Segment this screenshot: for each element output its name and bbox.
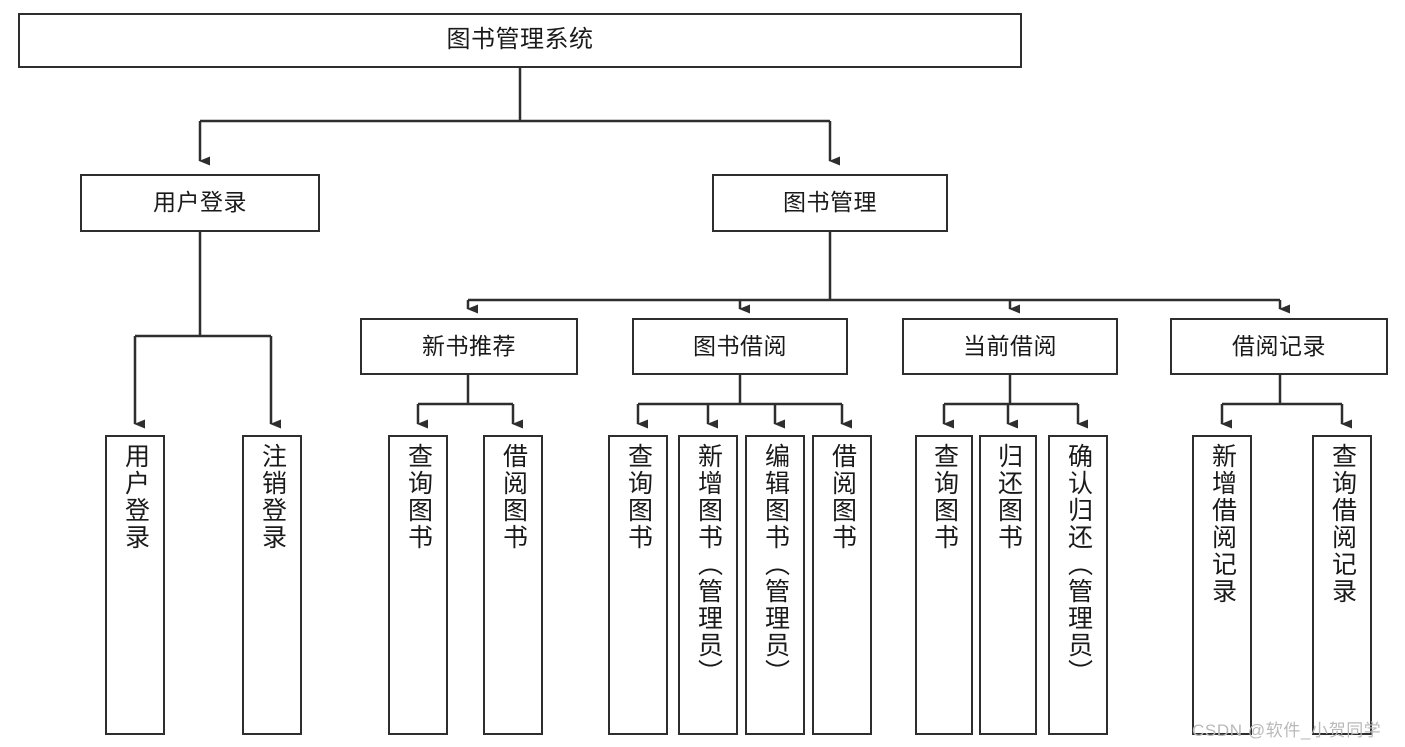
leaf-query-book-current[interactable]: 查询图书 <box>915 435 973 735</box>
leaf-confirm-return-admin[interactable]: 确认归还（管理员） <box>1048 435 1108 735</box>
node-new-book-recommend[interactable]: 新书推荐 <box>360 318 578 375</box>
node-book-borrow[interactable]: 图书借阅 <box>632 318 848 375</box>
node-label: 借阅记录 <box>1232 332 1326 359</box>
node-label: 编辑图书（管理员） <box>761 443 790 686</box>
node-label: 确认归还（管理员） <box>1064 443 1093 686</box>
node-user-login[interactable]: 用户登录 <box>80 174 320 232</box>
node-label: 用户登录 <box>153 189 247 216</box>
node-label: 图书借阅 <box>693 332 787 359</box>
node-label: 新增借阅记录 <box>1208 443 1237 605</box>
node-label: 借阅图书 <box>499 443 528 551</box>
node-label: 新书推荐 <box>422 332 516 359</box>
node-borrow-record[interactable]: 借阅记录 <box>1170 318 1388 375</box>
node-label: 查询图书 <box>930 443 959 551</box>
leaf-return-book[interactable]: 归还图书 <box>979 435 1037 735</box>
node-label: 注销登录 <box>258 443 287 551</box>
node-label: 查询图书 <box>404 443 433 551</box>
leaf-logout-login[interactable]: 注销登录 <box>242 435 302 735</box>
leaf-add-borrow-record[interactable]: 新增借阅记录 <box>1192 435 1252 735</box>
leaf-query-book-recommend[interactable]: 查询图书 <box>388 435 448 735</box>
node-label: 归还图书 <box>994 443 1023 551</box>
node-label: 新增图书（管理员） <box>694 443 723 686</box>
leaf-add-book-admin[interactable]: 新增图书（管理员） <box>678 435 738 735</box>
leaf-borrow-book-recommend[interactable]: 借阅图书 <box>483 435 543 735</box>
node-label: 查询图书 <box>624 443 653 551</box>
node-book-management[interactable]: 图书管理 <box>712 174 948 232</box>
csdn-watermark: CSDN @软件_小贺同学 <box>1192 721 1382 740</box>
node-label: 图书管理 <box>783 189 877 216</box>
leaf-query-book-borrow[interactable]: 查询图书 <box>608 435 668 735</box>
leaf-edit-book-admin[interactable]: 编辑图书（管理员） <box>745 435 805 735</box>
node-label: 借阅图书 <box>828 443 857 551</box>
leaf-user-login[interactable]: 用户登录 <box>105 435 165 735</box>
node-root-book-management-system[interactable]: 图书管理系统 <box>18 13 1022 68</box>
node-label: 当前借阅 <box>963 332 1057 359</box>
node-label: 用户登录 <box>121 443 150 551</box>
leaf-query-borrow-record[interactable]: 查询借阅记录 <box>1312 435 1372 735</box>
leaf-borrow-book[interactable]: 借阅图书 <box>812 435 872 735</box>
node-current-borrow[interactable]: 当前借阅 <box>902 318 1118 375</box>
node-label: 图书管理系统 <box>446 26 594 54</box>
node-label: 查询借阅记录 <box>1328 443 1357 605</box>
